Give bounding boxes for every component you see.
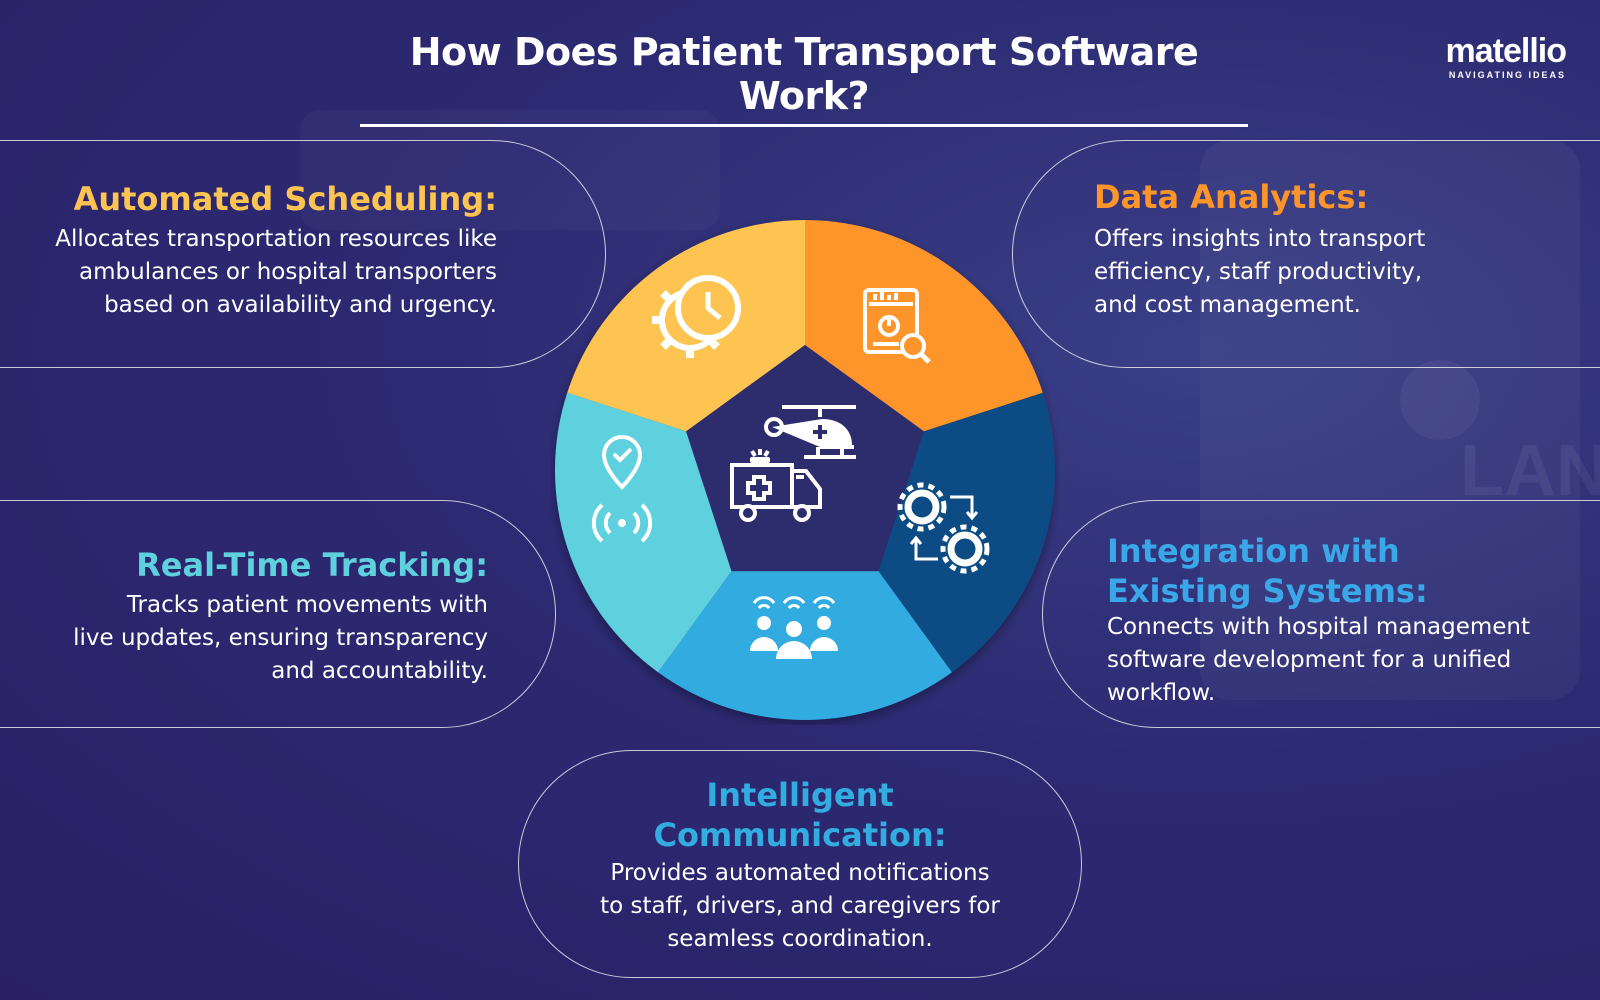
tracking-card: Real-Time Tracking: Tracks patient movem… (0, 500, 556, 728)
location-pin-signal-icon (591, 434, 653, 543)
wheel-segment-analytics (805, 220, 1043, 432)
ambulance-icon (730, 449, 822, 522)
logo-tagline: NAVIGATING IDEAS (1448, 70, 1566, 80)
logo: matellio NAVIGATING IDEAS (1445, 32, 1567, 80)
gear-clock-icon (652, 275, 741, 358)
communication-description: Provides automated notifications to staf… (600, 860, 1000, 952)
logo-name: matellio (1445, 32, 1567, 70)
integration-title: Integration with Existing Systems: (1107, 532, 1428, 610)
scheduling-card: Automated Scheduling: Allocates transpor… (0, 140, 606, 368)
page-title: How Does Patient Transport Software Work… (360, 30, 1248, 127)
gears-sync-icon (897, 482, 990, 574)
integration-description: Connects with hospital management softwa… (1107, 614, 1531, 706)
report-search-icon (863, 288, 931, 364)
analytics-description: Offers insights into transport efficienc… (1094, 226, 1426, 318)
people-broadcast-icon (750, 596, 838, 659)
communication-title: Intelligent Communication: (653, 776, 947, 854)
communication-card: Intelligent Communication: Provides auto… (518, 750, 1082, 978)
scheduling-title: Automated Scheduling: (73, 180, 497, 218)
svg-text:LANC: LANC (1460, 431, 1600, 511)
tracking-title: Real-Time Tracking: (136, 546, 488, 584)
wheel-segment-tracking (555, 392, 732, 673)
integration-card: Integration with Existing Systems: Conne… (1042, 500, 1600, 728)
scheduling-description: Allocates transportation resources like … (55, 226, 497, 318)
analytics-card: Data Analytics: Offers insights into tra… (1012, 140, 1600, 368)
tracking-description: Tracks patient movements with live updat… (73, 592, 488, 684)
process-wheel (555, 220, 1055, 720)
analytics-title: Data Analytics: (1094, 178, 1369, 216)
helicopter-icon (764, 405, 856, 459)
